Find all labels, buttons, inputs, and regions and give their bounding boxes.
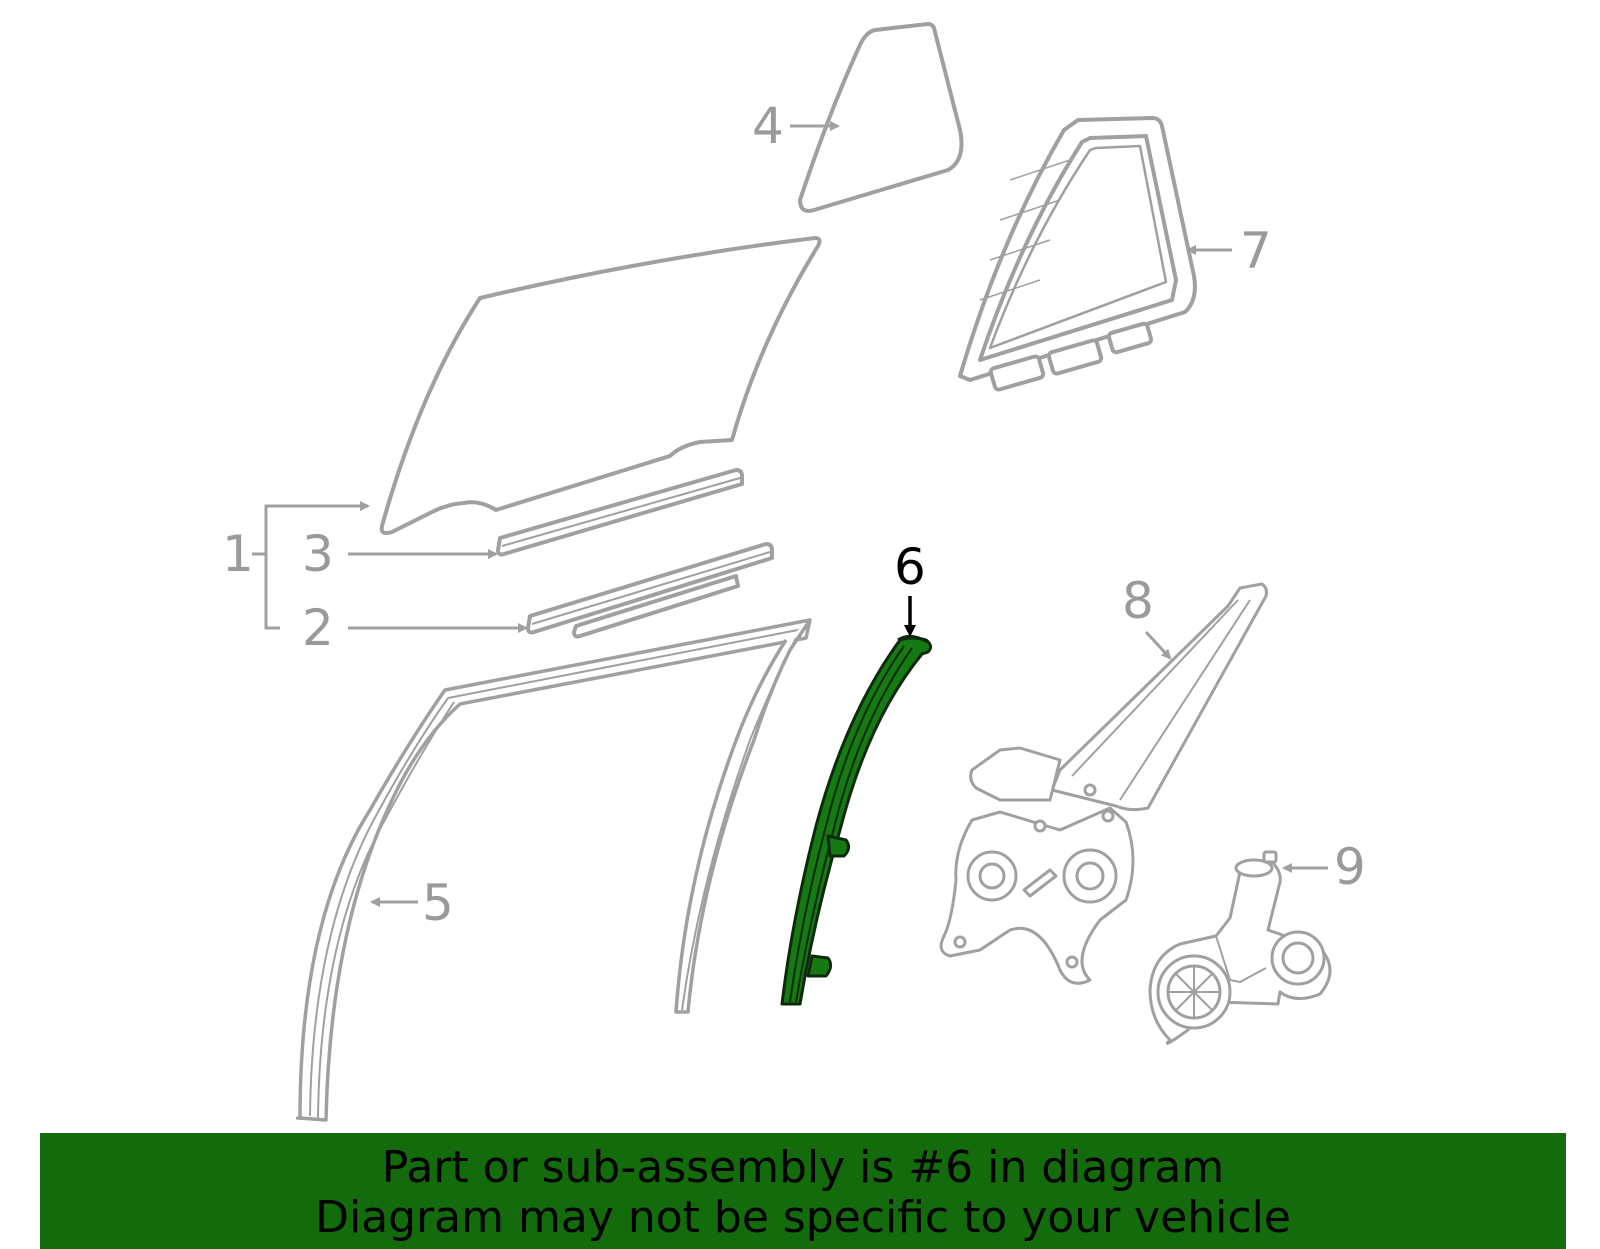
callout-7: 7: [1240, 222, 1272, 280]
part-2-outer-belt-strip: [526, 542, 774, 639]
info-banner: Part or sub-assembly is #6 in diagram Di…: [40, 1133, 1566, 1249]
callout-4: 4: [752, 97, 784, 155]
callout-3: 3: [302, 525, 334, 583]
callout-labels: 1 2 3 4 5 7 8 9: [222, 97, 1366, 932]
part-8-window-regulator: [939, 582, 1268, 985]
part-5-run-channel: [295, 618, 812, 1122]
callout-9: 9: [1334, 838, 1366, 896]
callout-2: 2: [302, 599, 334, 657]
part-3-inner-belt-strip: [496, 468, 744, 557]
bracket-1: [264, 501, 370, 630]
part-4-quarter-glass: [798, 22, 964, 213]
part-1-door-glass: [379, 236, 822, 536]
callout-5: 5: [422, 874, 454, 932]
part-9-regulator-motor: [1148, 850, 1332, 1045]
callout-6-highlighted: 6: [894, 538, 926, 596]
leader-lines: [252, 121, 1328, 907]
callout-1: 1: [222, 525, 254, 583]
part-7-quarter-frame-seal: [958, 116, 1197, 392]
callout-8: 8: [1122, 572, 1154, 630]
part-6-division-bar-channel: [780, 635, 933, 1006]
banner-line-2: Diagram may not be specific to your vehi…: [315, 1192, 1291, 1243]
banner-line-1: Part or sub-assembly is #6 in diagram: [381, 1142, 1225, 1193]
leader-8: [1144, 630, 1172, 660]
